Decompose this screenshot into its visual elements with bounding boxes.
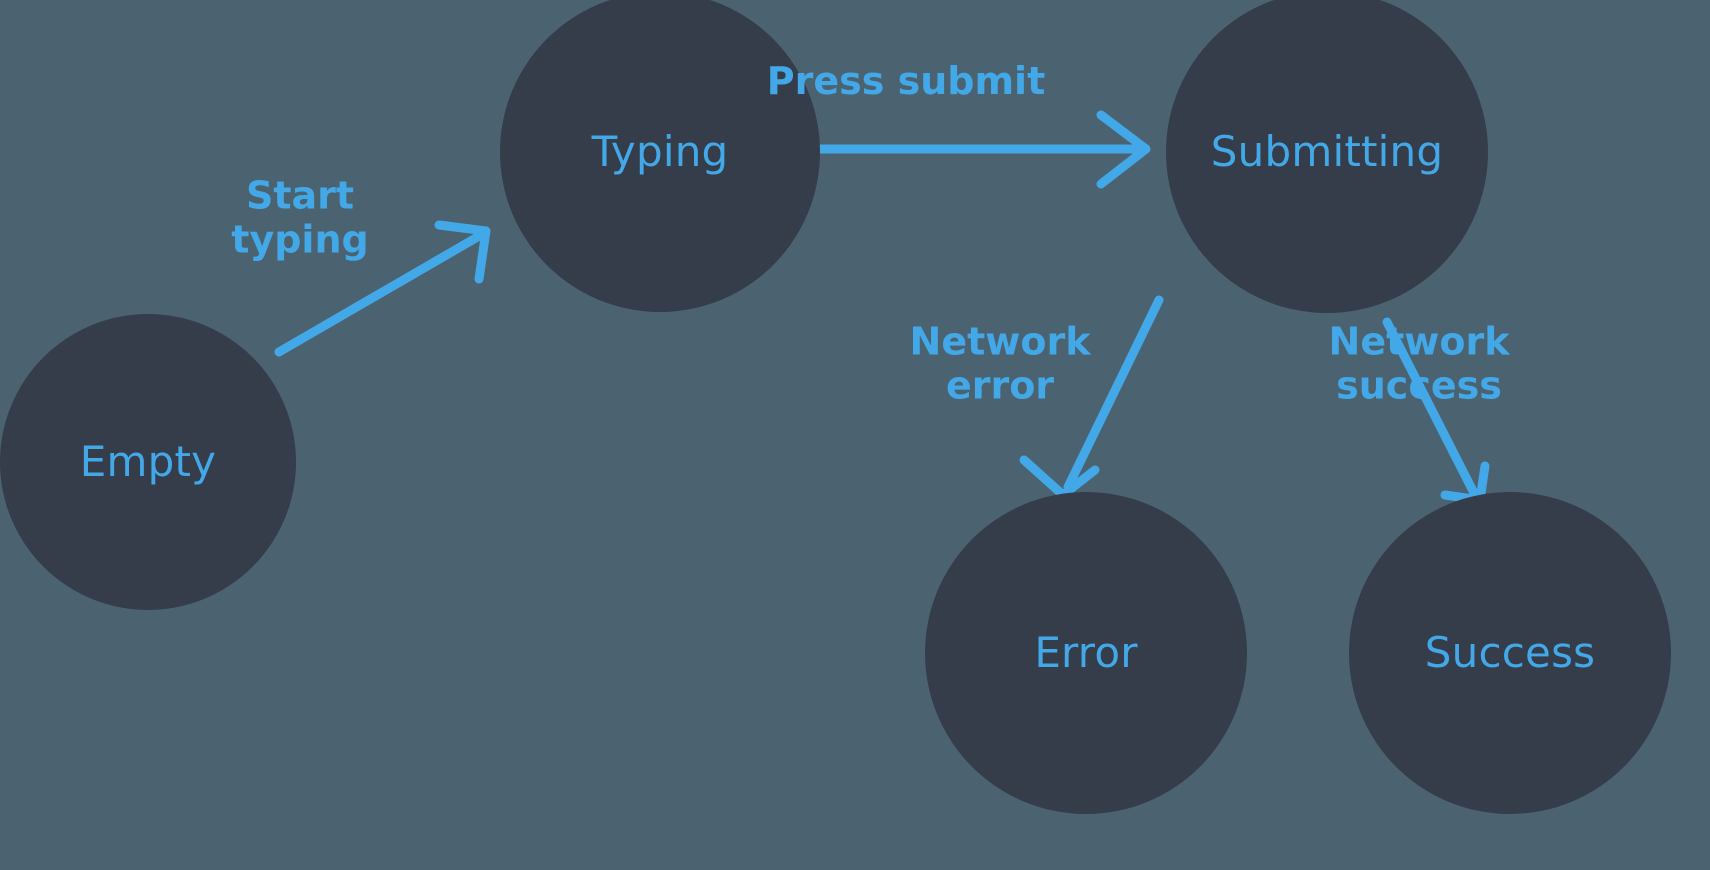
state-node-submitting-label: Submitting [1210,127,1444,176]
state-node-success[interactable]: Success [1349,492,1671,814]
edge-label-press-submit: Press submit [766,58,1046,103]
state-node-submitting[interactable]: Submitting [1166,0,1488,313]
state-node-typing[interactable]: Typing [500,0,820,312]
edge-label-network-success: Network success [1328,319,1510,408]
edge-typing-to-submitting [760,110,1151,189]
edge-label-network-error: Network error [909,319,1091,408]
state-node-success-label: Success [1424,628,1596,677]
state-node-empty[interactable]: Empty [0,314,296,610]
state-node-empty-label: Empty [79,437,217,486]
state-node-typing-label: Typing [591,127,729,176]
edge-label-start-typing: Start typing [231,173,369,262]
state-node-error-label: Error [1034,628,1138,677]
state-node-error[interactable]: Error [925,492,1247,814]
